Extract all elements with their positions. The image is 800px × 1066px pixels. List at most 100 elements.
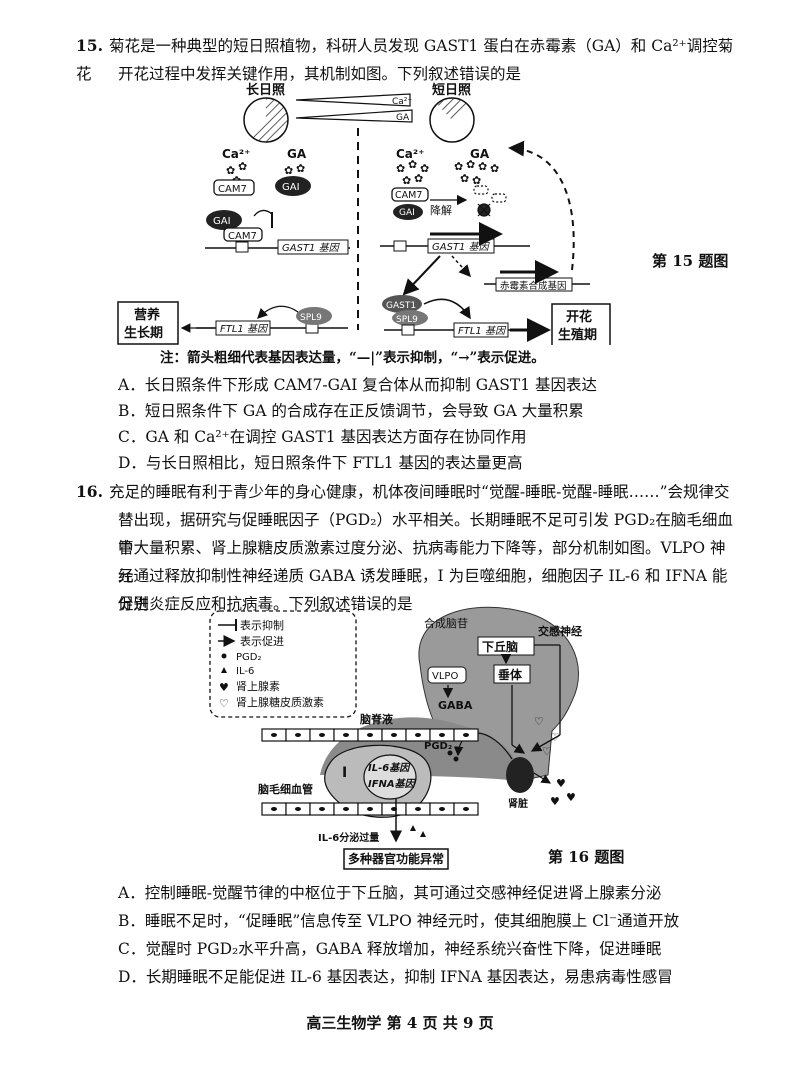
q15-number: 15. — [76, 36, 103, 55]
flowering-box — [551, 303, 611, 345]
svg-text:♥: ♥ — [556, 777, 566, 790]
il6-gene-label: IL-6基因 — [368, 762, 411, 774]
svg-text:✿: ✿ — [408, 158, 417, 171]
ifna-gene-label: IFNA基因 — [368, 778, 417, 790]
q16-stem-line5: 促进炎症反应和抗病毒。下列叙述错误的是 — [118, 595, 413, 613]
legend-cortisol: 肾上腺糖皮质激素 — [236, 695, 324, 709]
capillary-label: 脑毛细血管 — [258, 782, 313, 796]
svg-text:✿: ✿ — [478, 160, 487, 173]
spl9-oval-right — [392, 310, 428, 326]
svg-text:✿: ✿ — [226, 164, 235, 177]
short-day-label: 短日照 — [432, 82, 471, 98]
vegetative-line2: 生长期 — [124, 325, 163, 341]
stimulus-label: 合成脑苷 — [424, 616, 468, 630]
ftl1-gene-right: FTL1 基因 — [458, 325, 507, 337]
q16-option-a[interactable]: A．控制睡眠-觉醒节律的中枢位于下丘脑，其可通过交感神经促进肾上腺素分泌 — [118, 884, 662, 902]
kidney-shape — [506, 757, 534, 793]
ga-left: GA — [287, 147, 307, 161]
kidney-label: 肾脏 — [508, 797, 528, 810]
cam7-box-right — [391, 187, 429, 202]
vegetative-box — [117, 301, 179, 345]
ga-wedge-label: GA — [396, 113, 410, 123]
capillary-cell-row — [261, 802, 479, 816]
legend-il6: IL-6 — [236, 666, 254, 677]
pgd2-fig-label: PGD₂ — [424, 741, 452, 752]
pituitary-label: 垂体 — [498, 667, 523, 682]
svg-text:✿: ✿ — [454, 160, 463, 173]
feedback-dashed-arrow — [508, 140, 575, 271]
organ-failure-box — [343, 848, 449, 870]
spl9-oval-left — [296, 307, 332, 325]
svg-text:♡: ♡ — [542, 745, 552, 758]
svg-text:✿: ✿ — [466, 158, 475, 171]
q16-stem-text1: 充足的睡眠有利于青少年的身心健康，机体夜间睡眠时“觉醒-睡眠-觉醒-睡眠……”会… — [108, 483, 730, 501]
q16-option-d[interactable]: D．长期睡眠不足能促进 IL-6 基因表达，抑制 IFNA 基因表达，易患病毒性… — [118, 968, 673, 986]
organ-failure-label: 多种器官功能异常 — [348, 851, 444, 866]
svg-text:✿: ✿ — [460, 172, 469, 185]
gast1-gene-right: GAST1 基因 — [432, 241, 491, 253]
ga-wedge — [295, 109, 413, 123]
gast1-label: GAST1 — [386, 301, 416, 311]
q15-option-a[interactable]: A．长日照条件下形成 CAM7-GAI 复合体从而抑制 GAST1 基因表达 — [118, 376, 598, 394]
gaba-label: GABA — [438, 699, 473, 712]
vlpo-label: VLPO — [432, 671, 458, 682]
q15-stem-line2: 开花过程中发挥关键作用，其机制如图。下列叙述错误的是 — [118, 65, 522, 83]
svg-text:✿: ✿ — [402, 174, 411, 187]
q16-stem-line2: 替出现，据研究与促睡眠因子（PGD₂）水平相关。长期睡眠不足可引发 PGD₂在脑… — [118, 511, 733, 557]
q16-stem-line1: 16. 充足的睡眠有利于青少年的身心健康，机体夜间睡眠时“觉醒-睡眠-觉醒-睡眠…… — [76, 478, 736, 506]
gai-label-right: GAI — [399, 208, 415, 218]
q15-note: 注：箭头粗细代表基因表达量，“—|”表示抑制，“→”表示促进。 — [160, 350, 545, 366]
long-day-label: 长日照 — [246, 82, 285, 98]
q15-figure: 长日照 短日照 Ca²⁺ GA Ca²⁺ GA ✿✿✿ ✿✿✿ CAM7 GAI… — [117, 82, 611, 345]
vegetative-line1: 营养 — [134, 307, 161, 323]
gai-label-left: GAI — [282, 182, 300, 193]
sympathetic-label: 交感神经 — [538, 624, 582, 638]
flowering-line2: 生殖期 — [558, 327, 597, 343]
q16-number: 16. — [76, 482, 103, 501]
svg-text:✿: ✿ — [284, 164, 293, 177]
legend-pgd2: PGD₂ — [236, 652, 262, 663]
cam7-complex — [223, 227, 263, 242]
svg-text:✿: ✿ — [414, 172, 423, 185]
gai-oval-left — [275, 176, 311, 196]
q16-figure: 表示抑制 表示促进 PGD₂ IL-6 ♥ 肾上腺素 ♡ 肾上腺糖皮质激素 合成… — [209, 606, 582, 870]
spl9-label-right: SPL9 — [396, 315, 418, 325]
gast1-gene-left: GAST1 基因 — [282, 242, 341, 254]
flowering-line1: 开花 — [566, 309, 592, 325]
ga-right: GA — [470, 147, 490, 161]
cam7-complex-label: CAM7 — [228, 231, 257, 242]
q16-stem-line4: 元通过释放抑制性神经递质 GABA 诱发睡眠，I 为巨噬细胞，细胞因子 IL-6… — [118, 567, 728, 613]
ca-molecules-right: ✿✿✿ ✿✿ — [396, 158, 429, 187]
q16-caption: 第 16 题图 — [548, 848, 625, 866]
spl9-label-left: SPL9 — [300, 313, 322, 323]
svg-text:✿: ✿ — [296, 162, 305, 175]
q15-option-c[interactable]: C．GA 和 Ca²⁺在调控 GAST1 基因表达方面存在协同作用 — [118, 428, 527, 446]
q16-option-b[interactable]: B．睡眠不足时，“促睡眠”信息传至 VLPO 神经元时，使其细胞膜上 Cl⁻通道… — [118, 912, 680, 930]
heart-outline-icon: ♡ — [219, 697, 229, 710]
hypothalamus-label: 下丘脑 — [482, 639, 518, 654]
legend-promote: 表示促进 — [240, 634, 284, 648]
ftl1-gene-left: FTL1 基因 — [220, 323, 269, 335]
q16-option-c[interactable]: C．觉醒时 PGD₂水平升高，GABA 释放增加，神经系统兴奋性下降，促进睡眠 — [118, 940, 662, 958]
q15-stem-line1: 15.菊花是一种典型的短日照植物，科研人员发现 GAST1 蛋白在赤霉素（GA）… — [76, 32, 736, 88]
svg-text:✿: ✿ — [238, 160, 247, 173]
ca-right: Ca²⁺ — [396, 147, 425, 161]
hormone-hearts: ♡♡♡ ♥♥♥ — [534, 715, 576, 808]
degraded-fragments — [473, 185, 507, 217]
q15-caption: 第 15 题图 — [652, 252, 729, 270]
legend-adrenaline: 肾上腺素 — [236, 679, 280, 693]
ga-synthesis-gene: 赤霉素合成基因 — [500, 280, 567, 292]
legend-box — [209, 610, 357, 718]
degrade-label: 降解 — [430, 203, 452, 217]
gai-complex — [206, 210, 242, 230]
svg-text:♡: ♡ — [550, 731, 560, 744]
short-day-clock — [429, 97, 475, 143]
ca-wedge-label: Ca²⁺ — [392, 97, 412, 107]
svg-text:✿: ✿ — [420, 162, 429, 175]
q15-option-d[interactable]: D．与长日照相比，短日照条件下 FTL1 基因的表达量更高 — [118, 454, 523, 472]
ca-left: Ca²⁺ — [222, 147, 251, 161]
macrophage-label: I — [342, 765, 347, 781]
gai-oval-right — [393, 204, 423, 220]
cam7-box-left — [213, 179, 255, 196]
q15-option-b[interactable]: B．短日照条件下 GA 的合成存在正反馈调节，会导致 GA 大量积累 — [118, 402, 584, 420]
